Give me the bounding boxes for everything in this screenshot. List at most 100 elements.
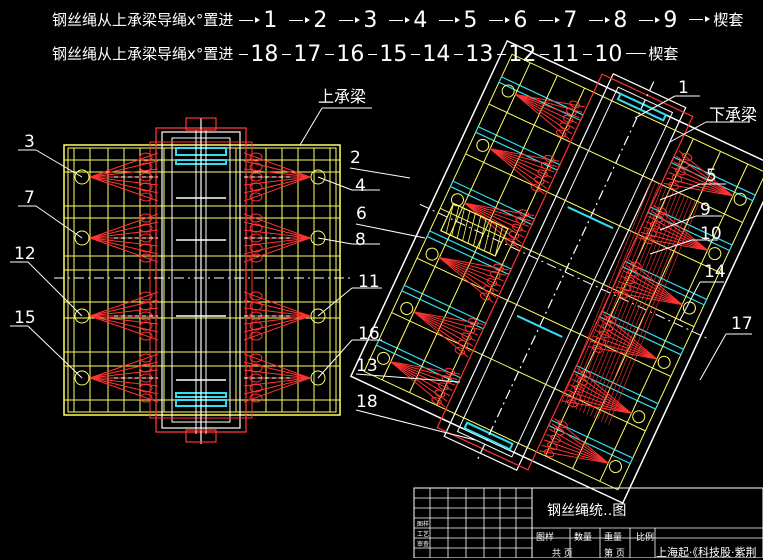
rope-line xyxy=(515,93,585,108)
leader-line xyxy=(317,287,353,317)
pulley xyxy=(249,152,263,162)
rope-line xyxy=(243,213,311,239)
title-cell-2: 数量 xyxy=(574,533,593,543)
rope-line xyxy=(577,367,632,414)
title-row-label-2: 工艺 xyxy=(417,531,430,538)
callout-13: 13 xyxy=(356,356,378,376)
rope-line xyxy=(553,417,609,464)
pulley xyxy=(540,162,552,170)
pulley xyxy=(139,223,153,233)
callout-9: 9 xyxy=(700,200,711,220)
sequence-step: 11 xyxy=(536,42,579,67)
rope-line xyxy=(551,423,609,464)
rope-line xyxy=(89,152,159,178)
pulley xyxy=(505,238,516,247)
rope-line xyxy=(243,237,311,255)
pulley xyxy=(438,382,449,391)
hatch-red xyxy=(564,181,656,405)
hatch-red xyxy=(601,198,693,422)
rope-line xyxy=(666,177,734,197)
rope-line xyxy=(243,221,311,239)
rope-line xyxy=(546,434,609,464)
leader-line xyxy=(699,333,727,381)
hatch-line xyxy=(462,210,471,241)
rope-line xyxy=(567,389,632,414)
rope-line xyxy=(243,229,311,239)
pulley xyxy=(249,243,263,253)
rope-line xyxy=(562,400,632,414)
leader-line xyxy=(634,95,676,119)
wedge-socket xyxy=(400,302,414,316)
wedge-socket xyxy=(733,192,747,206)
leader-line xyxy=(317,339,353,379)
rope-line xyxy=(464,202,535,217)
pulley xyxy=(515,216,526,225)
callout-4: 4 xyxy=(355,176,366,196)
upper-beam-label: 上承梁 xyxy=(318,87,367,106)
pulley xyxy=(444,367,456,376)
rope-line xyxy=(89,307,159,317)
rope-line xyxy=(515,94,570,140)
rope-line xyxy=(413,311,469,358)
wedge-socket xyxy=(632,410,646,424)
rope-line xyxy=(243,176,311,202)
rope-line xyxy=(243,237,311,263)
hatch-line xyxy=(483,221,492,252)
top-flange xyxy=(185,117,217,131)
callout-3: 3 xyxy=(24,132,35,152)
pulley xyxy=(139,353,153,363)
pulley xyxy=(249,383,263,393)
rope-line xyxy=(89,221,159,239)
callout-10: 10 xyxy=(700,224,722,244)
pulley xyxy=(544,154,555,163)
pulley xyxy=(577,377,588,386)
rope-line xyxy=(89,353,159,379)
rope-line xyxy=(489,148,557,168)
sequence-row-1-prefix: 钢丝绳从上承梁导绳x°置进 xyxy=(52,10,234,29)
pulley xyxy=(139,192,153,202)
wedge-socket xyxy=(425,247,439,261)
pulley xyxy=(249,363,263,373)
rope-line xyxy=(243,152,311,178)
wedge-socket xyxy=(450,193,464,207)
wedge-socket xyxy=(310,370,326,386)
pulley xyxy=(249,223,263,233)
title-cell-4: 比例 xyxy=(636,533,655,543)
wedge-socket xyxy=(310,230,326,246)
rope-line xyxy=(89,213,159,239)
rope-line xyxy=(243,160,311,178)
sequence-step-number: 11 xyxy=(551,41,580,67)
pulley xyxy=(457,339,469,348)
callout-11: 11 xyxy=(358,272,380,292)
pulley xyxy=(559,122,570,131)
rope-line xyxy=(515,93,573,135)
sequence-step: 16 xyxy=(321,42,364,67)
wedge-socket xyxy=(708,247,722,261)
rope-line xyxy=(243,377,311,403)
leader-line xyxy=(35,205,83,239)
left-assembly xyxy=(54,117,350,444)
rope-line xyxy=(243,168,311,178)
rope-line xyxy=(541,444,609,464)
right-vline xyxy=(381,62,531,381)
sequence-step: 10 xyxy=(579,42,622,67)
rope-line xyxy=(243,377,311,387)
sequence-step-number: 10 xyxy=(594,41,623,67)
rope-line xyxy=(243,237,311,247)
rope-line xyxy=(243,315,311,341)
rope-line xyxy=(464,202,520,249)
sequence-step: 1 xyxy=(235,8,285,33)
pulley xyxy=(249,291,263,301)
sequence-row-2-prefix: 钢丝绳从上承梁导绳x°置进 xyxy=(52,44,234,63)
pulley xyxy=(434,389,446,398)
pulley xyxy=(139,383,153,393)
pulley xyxy=(461,332,472,341)
pulley xyxy=(249,213,263,223)
wedge-socket xyxy=(74,169,90,185)
rope-line xyxy=(413,311,476,342)
pulley xyxy=(518,209,530,218)
rope-line xyxy=(89,377,159,395)
pulley xyxy=(468,317,479,326)
sequence-step: 9 xyxy=(635,8,685,33)
rope-line xyxy=(595,329,658,360)
